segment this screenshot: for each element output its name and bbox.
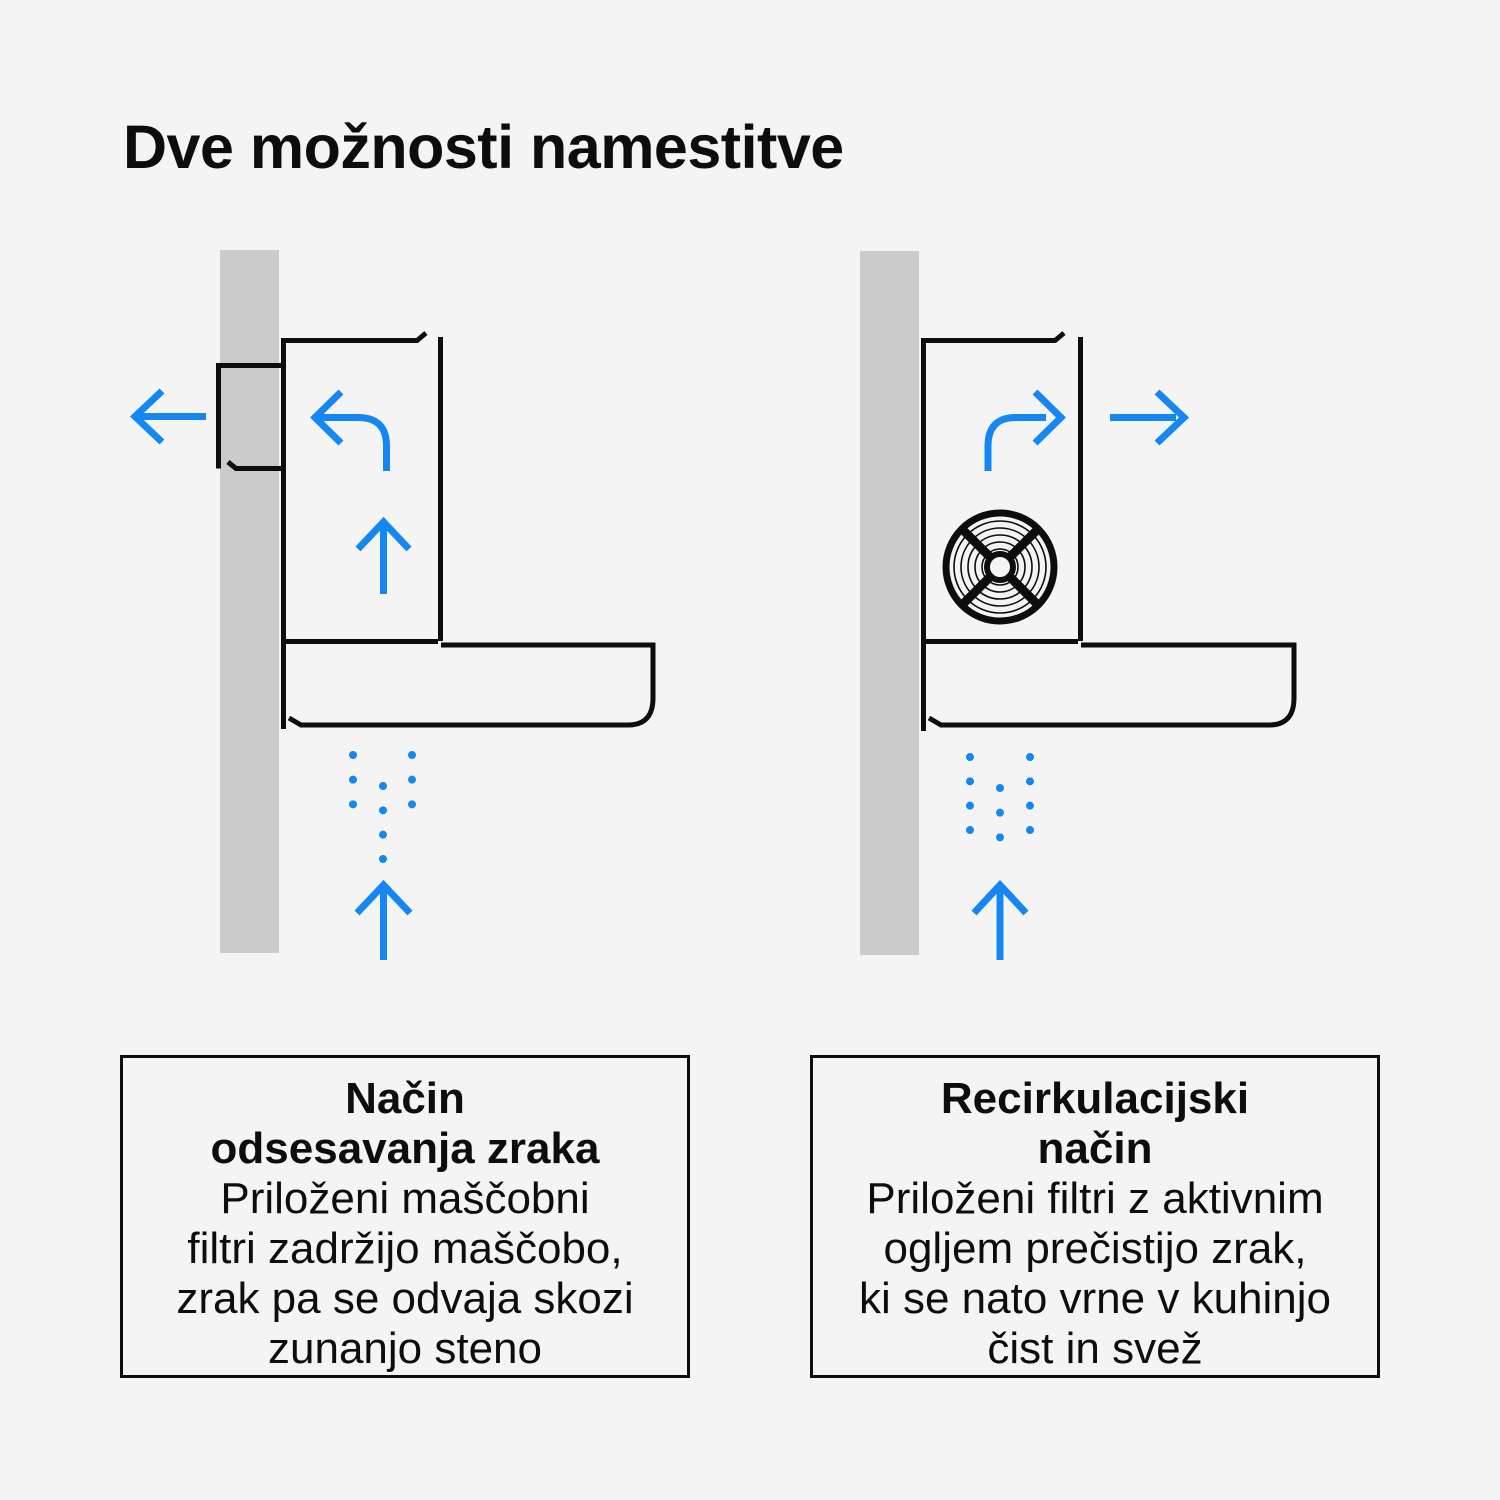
caption-body-line: zrak pa se odvaja skozi bbox=[176, 1274, 634, 1323]
caption-heading-line: odsesavanja zraka bbox=[210, 1124, 600, 1173]
fan-ring-inner bbox=[974, 541, 1026, 593]
wall bbox=[220, 250, 279, 953]
intake-arrow-icon bbox=[971, 879, 1029, 960]
steam-dots-icon bbox=[349, 751, 416, 863]
curved-arrow-icon bbox=[310, 389, 390, 471]
hood-outline bbox=[287, 642, 656, 728]
intake-arrow-icon bbox=[354, 879, 413, 960]
recirculation-diagram bbox=[860, 251, 1297, 960]
arrow-up-icon bbox=[355, 516, 412, 594]
recirculation-caption-box: Recirkulacijski način Priloženi filtri z… bbox=[810, 1055, 1380, 1378]
extraction-diagram bbox=[129, 250, 656, 960]
fan-icon bbox=[942, 509, 1058, 625]
caption-body-line: ki se nato vrne v kuhinjo bbox=[858, 1274, 1332, 1323]
installation-diagrams bbox=[129, 250, 1297, 960]
extraction-caption-box: Način odsesavanja zraka Priloženi maščob… bbox=[120, 1055, 690, 1378]
wall bbox=[860, 251, 919, 955]
chimney-outline bbox=[281, 331, 443, 729]
fan-ring-inner bbox=[953, 520, 1047, 614]
caption-heading-line: Način bbox=[345, 1074, 465, 1123]
caption-body-line: zunanjo steno bbox=[268, 1324, 542, 1373]
fan-ring-inner bbox=[981, 548, 1019, 586]
caption-heading-line: Recirkulacijski bbox=[940, 1074, 1250, 1123]
caption-body-line: ogljem prečistijo zrak, bbox=[883, 1224, 1307, 1273]
caption-heading-line: način bbox=[1037, 1124, 1153, 1173]
caption-body-line: filtri zadržijo maščobo, bbox=[187, 1224, 623, 1273]
fan-hub bbox=[984, 551, 1016, 583]
arrow-right-icon bbox=[1110, 389, 1190, 446]
hood-outline bbox=[927, 642, 1297, 728]
fan-outer-ring bbox=[942, 509, 1058, 625]
caption-body-line: Priloženi maščobni bbox=[220, 1174, 590, 1223]
wall-duct-outline bbox=[216, 363, 284, 471]
steam-dots-icon bbox=[966, 753, 1034, 866]
caption-body-line: Priloženi filtri z aktivnim bbox=[866, 1174, 1324, 1223]
chimney-outline bbox=[921, 331, 1083, 731]
fan-ring-inner bbox=[960, 527, 1040, 607]
curved-arrow-icon bbox=[984, 389, 1066, 471]
arrow-left-icon bbox=[129, 388, 206, 445]
fan-ring-inner bbox=[967, 534, 1033, 600]
caption-body-line: čist in svež bbox=[987, 1324, 1203, 1373]
page-title: Dve možnosti namestitve bbox=[123, 113, 844, 181]
